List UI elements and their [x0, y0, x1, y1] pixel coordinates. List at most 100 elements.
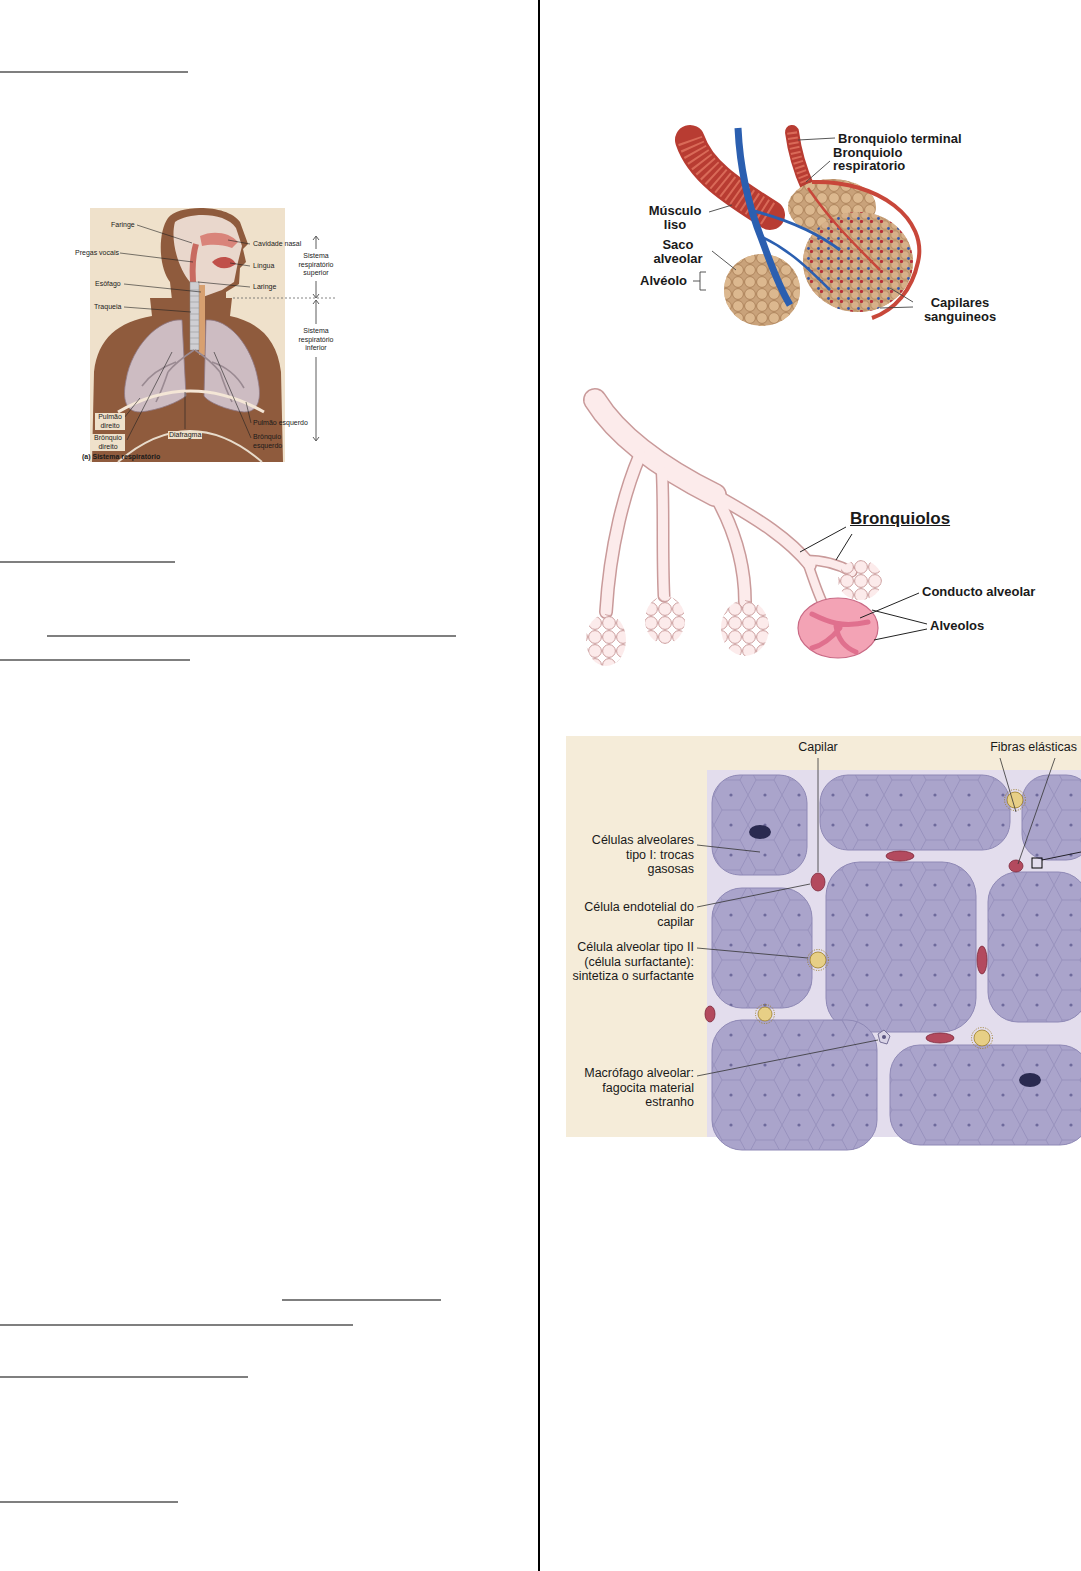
alveolar-tissue [712, 775, 1081, 1150]
alveolar-tissue [988, 872, 1081, 1022]
bronchiole-tree [595, 400, 715, 495]
blank-underline [0, 71, 188, 72]
alveolar-tissue [886, 851, 914, 861]
respiratory-system-figure [190, 338, 199, 339]
column-divider [538, 0, 540, 1571]
respiratory-system-figure [190, 326, 199, 327]
alveolar-tissue [712, 775, 807, 875]
anatomy-label: Sistema respiratório superior [293, 252, 339, 278]
leader-line [836, 534, 852, 560]
alveolar-tissue [988, 872, 1081, 1022]
region-bracket [316, 301, 317, 324]
leader-line [798, 138, 835, 140]
bronchiole-tree [645, 596, 685, 644]
respiratory-system-figure [199, 285, 205, 355]
respiratory-system-figure [190, 308, 199, 309]
leader-line [697, 758, 1055, 1076]
bronchiole-illustration [812, 182, 919, 318]
leader-line [697, 1040, 878, 1076]
alveolar-tissue [1042, 852, 1081, 860]
anatomy-label: Cavidade nasal [253, 240, 301, 248]
anatomy-label: Macrófago alveolar: fagocita material es… [580, 1066, 694, 1110]
anatomy-label: Conducto alveolar [922, 584, 1035, 600]
alveolar-tissue [811, 873, 825, 891]
alveolar-tissue [826, 862, 976, 1032]
alveolar-tissue [1032, 858, 1042, 868]
alveolar-tissue [890, 1045, 1081, 1145]
respiratory-system-figure [190, 282, 199, 350]
bronchiole-tree [721, 600, 769, 656]
bronchiole-tree [606, 455, 640, 612]
alveolar-tissue [749, 825, 771, 839]
alveolar-tissue [808, 950, 829, 971]
bronchiole-tree [838, 560, 882, 600]
leader-line [230, 263, 250, 266]
bronchiole-tree [606, 455, 640, 612]
bronchiole-illustration [803, 212, 913, 312]
alveolar-tissue [820, 775, 1010, 850]
leader-line [120, 253, 193, 262]
bronchiole-tree [808, 564, 824, 606]
alveolar-tissue [974, 1030, 990, 1046]
bronchiole-tree [715, 495, 810, 565]
region-bracket [313, 294, 319, 298]
region-bracket [316, 281, 317, 297]
alveolar-tissue [977, 946, 987, 974]
leader-line [709, 205, 732, 212]
alveolar-tissue [756, 1005, 775, 1024]
leader-line [712, 251, 736, 270]
leader-line [874, 629, 927, 640]
bronchiole-tree [808, 564, 824, 606]
anatomy-label: Laringe [253, 283, 276, 291]
anatomy-label: Capilares sanguineos [915, 296, 1005, 324]
blank-underline [0, 561, 175, 562]
respiratory-system-figure [190, 332, 199, 333]
anatomy-label: Brônquio esquerdo [253, 433, 289, 450]
bronchiole-tree [595, 400, 852, 612]
leader-line [1018, 758, 1055, 864]
respiratory-system-figure [190, 314, 199, 315]
bronchiole-tree [586, 614, 626, 666]
alveolar-tissue [820, 775, 1010, 850]
leader-line [228, 240, 250, 244]
alveolar-tissue [758, 1007, 772, 1021]
bronchiole-illustration [724, 254, 800, 326]
region-bracket [313, 300, 319, 304]
leader-line [800, 527, 927, 640]
bronchiole-illustration [738, 128, 790, 305]
region-bracket [316, 237, 317, 249]
leader-line [697, 948, 808, 958]
alveolar-tissue [566, 736, 1081, 1150]
alveolar-tissue [758, 792, 1023, 1046]
anatomy-label: Bronquiolos [850, 509, 950, 529]
respiratory-system-figure [200, 233, 238, 248]
alveolar-tissue [882, 1035, 886, 1039]
anatomy-label: Célula endotelial do capilar [580, 900, 694, 929]
region-bracket [313, 437, 319, 441]
anatomy-label: Alveolos [930, 618, 984, 634]
anatomy-label: Faringe [111, 221, 135, 229]
respiratory-system-figure [173, 215, 242, 298]
alveolar-tissue [1007, 792, 1023, 808]
respiratory-system-figure [156, 372, 168, 402]
leader-line [806, 161, 830, 182]
bronchiole-illustration [808, 188, 880, 270]
anatomy-label: Pulmão direito [95, 413, 125, 430]
respiratory-system-figure [125, 320, 186, 412]
leader-line [214, 352, 251, 438]
leader-line [246, 402, 251, 423]
leader-line [124, 284, 201, 292]
leader-line [880, 307, 913, 308]
respiratory-system-figure [190, 302, 199, 303]
alveolar-tissue [705, 851, 1023, 1043]
anatomy-label: Esôfago [95, 280, 121, 288]
leader-line [124, 398, 140, 418]
anatomy-label: Capilar [788, 740, 848, 755]
anatomy-label: Língua [253, 262, 274, 270]
respiratory-system-figure [190, 320, 199, 321]
blank-underline [47, 635, 456, 636]
bronchiole-illustration [792, 132, 808, 188]
bronchiole-illustration [690, 140, 770, 215]
